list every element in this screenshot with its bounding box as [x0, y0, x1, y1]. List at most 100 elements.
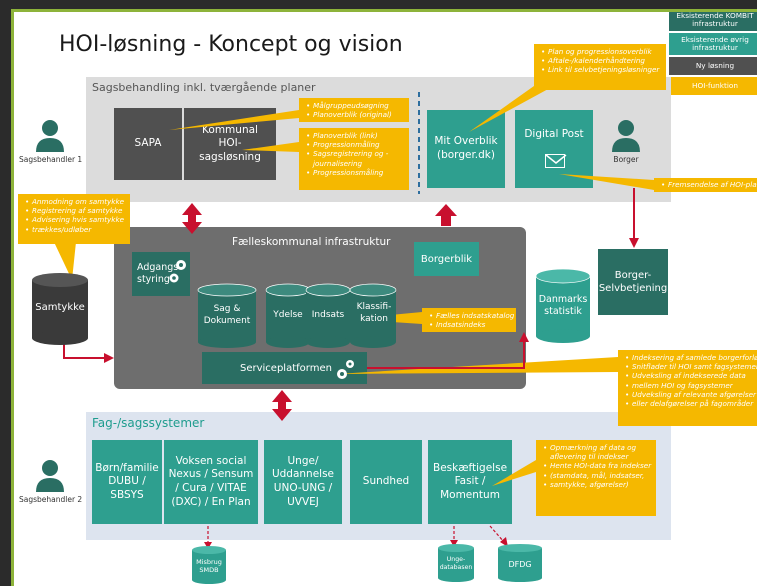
legend-kombit: Eksisterende KOMBIT infrastruktur: [669, 11, 757, 31]
callout-service-item: Udveksling af relevante afgørelser: [625, 390, 756, 399]
ydelse-label: Ydelse: [273, 310, 303, 320]
callout-pointer-samtykke: [54, 242, 76, 280]
kommunal-hoi-label: Kommunal HOI-sagsløsning: [199, 123, 261, 163]
boern-box: Børn/familie DUBU / SBSYS: [92, 440, 162, 524]
klassifikation-cylinder: [349, 283, 397, 348]
callout-sapa-item: Målgruppeudsøgning: [306, 101, 404, 110]
unge-db-label: Unge-databasen: [439, 556, 473, 572]
callout-top-right-item: Plan og progressionsoverblik: [541, 47, 661, 56]
borgerblik-label: Borgerblik: [420, 253, 473, 265]
gear-icon-adgang: [169, 260, 186, 283]
callout-kommunal-item: journalisering: [313, 158, 363, 168]
callout-pointer-sapa: [169, 110, 299, 130]
callout-beskaeftigelse-item: Hente HOI-data fra indekser: [543, 461, 651, 470]
dfdg-label: DFDG: [508, 560, 532, 569]
borgerblik-box: Borgerblik: [414, 242, 479, 276]
adgang-label: Adgangs-styring: [137, 261, 182, 285]
sagsbehandling-title: Sagsbehandling inkl. tværgående planer: [92, 81, 316, 94]
unge-db-cylinder: [438, 544, 474, 582]
person-icon-borger: [612, 120, 640, 152]
samtykke-label: Samtykke: [35, 302, 85, 313]
digital-post-label: Digital Post: [524, 128, 584, 140]
callout-digital-post-item: Fremsendelse af HOI-plan: [661, 180, 757, 189]
callout-kommunal-item: Progressionmåling: [306, 140, 404, 149]
callout-kommunal-item: Progressionsmåling: [306, 168, 404, 177]
borger-selvbetjening-label: Borger-Selvbetjening: [598, 270, 668, 294]
legend-kombit-label: Eksisterende KOMBIT infrastruktur: [676, 11, 754, 28]
mit-overblik-label: Mit Overblik (borger.dk): [434, 135, 498, 161]
misbrug-label: Misbrug SMDB: [196, 558, 222, 575]
callout-top-right: Plan og progressionsoverblik Aftale-/kal…: [534, 44, 666, 90]
callout-service-item: Udveksling af indekserede data: [625, 371, 755, 380]
serviceplatform-label: Serviceplatformen: [240, 362, 332, 374]
ydelse-cylinder: [265, 283, 311, 348]
callout-indsats-item: Fælles indsatskatalog: [429, 311, 514, 320]
legend-new: Ny løsning: [669, 57, 757, 75]
callout-beskaeftigelse-item: (stamdata, mål, indsatser,: [543, 471, 651, 480]
slide: HOI-løsning - Koncept og vision Eksister…: [11, 9, 757, 586]
sundhed-box: Sundhed: [350, 440, 422, 524]
dst-label: Danmarks statistik: [538, 294, 588, 318]
gear-icon-serviceplatform: [337, 360, 354, 379]
legend-new-label: Ny løsning: [695, 61, 735, 71]
sag-cylinder: [197, 283, 257, 348]
borger-label: Borger: [613, 155, 639, 164]
beskaeftigelse-label: Beskæftigelse Fasit / Momentum: [432, 461, 508, 501]
envelope-icon: [545, 154, 567, 168]
dashed-besk-dfdg: [489, 525, 505, 543]
legend-other: Eksisterende øvrig infrastruktur: [669, 33, 757, 55]
sagsbehandler2-label: Sagsbehandler 2: [19, 495, 83, 504]
callout-sapa-item: Planoverblik (original): [306, 110, 404, 119]
sagsbehandler1-label: Sagsbehandler 1: [19, 155, 83, 164]
person-icon-sagsbehandler2: [36, 460, 64, 492]
callout-pointer-service: [336, 357, 618, 374]
misbrug-cylinder: [192, 546, 226, 584]
infrastructure-title: Fælleskommunal infrastruktur: [232, 236, 391, 248]
line-service-dst: [367, 340, 525, 369]
unge-box: Unge/ Uddannelse UNO-UNG / UVVEJ: [264, 440, 342, 524]
double-arrow-bottom: [272, 390, 292, 421]
diagram-graphics: [32, 86, 654, 584]
samtykke-cylinder: [32, 273, 88, 345]
callout-top-right-item: Aftale-/kalenderhåndtering: [541, 56, 661, 65]
sapa-label: SAPA: [134, 137, 162, 150]
arrow-up-mit-overblik: [435, 204, 457, 226]
legend-hoi: HOI-funktion: [669, 77, 757, 95]
callout-pointer-beskaeftigelse: [492, 460, 536, 486]
callout-samtykke-item: Registrering af samtykke: [25, 206, 125, 215]
callout-samtykke-item: Anmodning om samtykke: [25, 197, 125, 206]
double-arrow-top-left: [182, 203, 202, 234]
beskaeftigelse-box: Beskæftigelse Fasit / Momentum: [428, 440, 512, 524]
callout-samtykke-item: trækkes/udløber: [25, 225, 125, 234]
klassifikation-label: Klassifi-kation: [356, 302, 392, 324]
callout-beskaeftigelse-item: samtykke, afgørelser): [543, 480, 651, 489]
callout-beskaeftigelse-item: aflevering til indekser: [550, 452, 629, 462]
borger-selvbetjening-box: Borger-Selvbetjening: [598, 249, 668, 315]
page-title: HOI-løsning - Koncept og vision: [59, 32, 403, 57]
dfdg-cylinder: [498, 544, 542, 582]
callout-beskaeftigelse: Opmærkning af data og aflevering til ind…: [536, 440, 656, 516]
sapa-box: SAPA: [114, 108, 182, 180]
callout-service: Indeksering af samlede borgerforløb Snit…: [618, 350, 757, 426]
legend-other-label: Eksisterende øvrig infrastruktur: [681, 35, 749, 52]
callout-samtykke: Anmodning om samtykke Registrering af sa…: [18, 194, 130, 244]
legend-hoi-label: HOI-funktion: [691, 81, 739, 91]
indsats-label: Indsats: [311, 310, 345, 320]
adgang-box: Adgangs-styring: [132, 252, 190, 296]
dst-cylinder: [535, 268, 591, 343]
callout-service-item: eller delafgørelser på fagområder: [625, 399, 755, 408]
callout-indsats: Fælles indsatskatalog Indsatsindeks: [422, 308, 516, 332]
callout-sapa: Målgruppeudsøgning Planoverblik (origina…: [299, 98, 409, 122]
serviceplatform-box: Serviceplatformen: [202, 352, 367, 384]
callout-beskaeftigelse-item: Opmærkning af data og: [543, 443, 651, 452]
unge-label: Unge/ Uddannelse UNO-UNG / UVVEJ: [271, 454, 335, 508]
callout-digital-post: Fremsendelse af HOI-plan: [654, 178, 757, 192]
sundhed-label: Sundhed: [362, 475, 410, 488]
callout-samtykke-item: Advisering hvis samtykke: [25, 215, 125, 224]
indsats-cylinder: [305, 283, 351, 348]
callout-service-item: Snitflader til HOI samt fagsystemer: [625, 362, 757, 371]
callout-pointer-digital-post: [559, 174, 654, 190]
callout-top-right-item: Link til selvbetjeningsløsninger: [541, 65, 661, 74]
voksen-label: Voksen social Nexus / Sensum / Cura / VI…: [168, 454, 254, 508]
